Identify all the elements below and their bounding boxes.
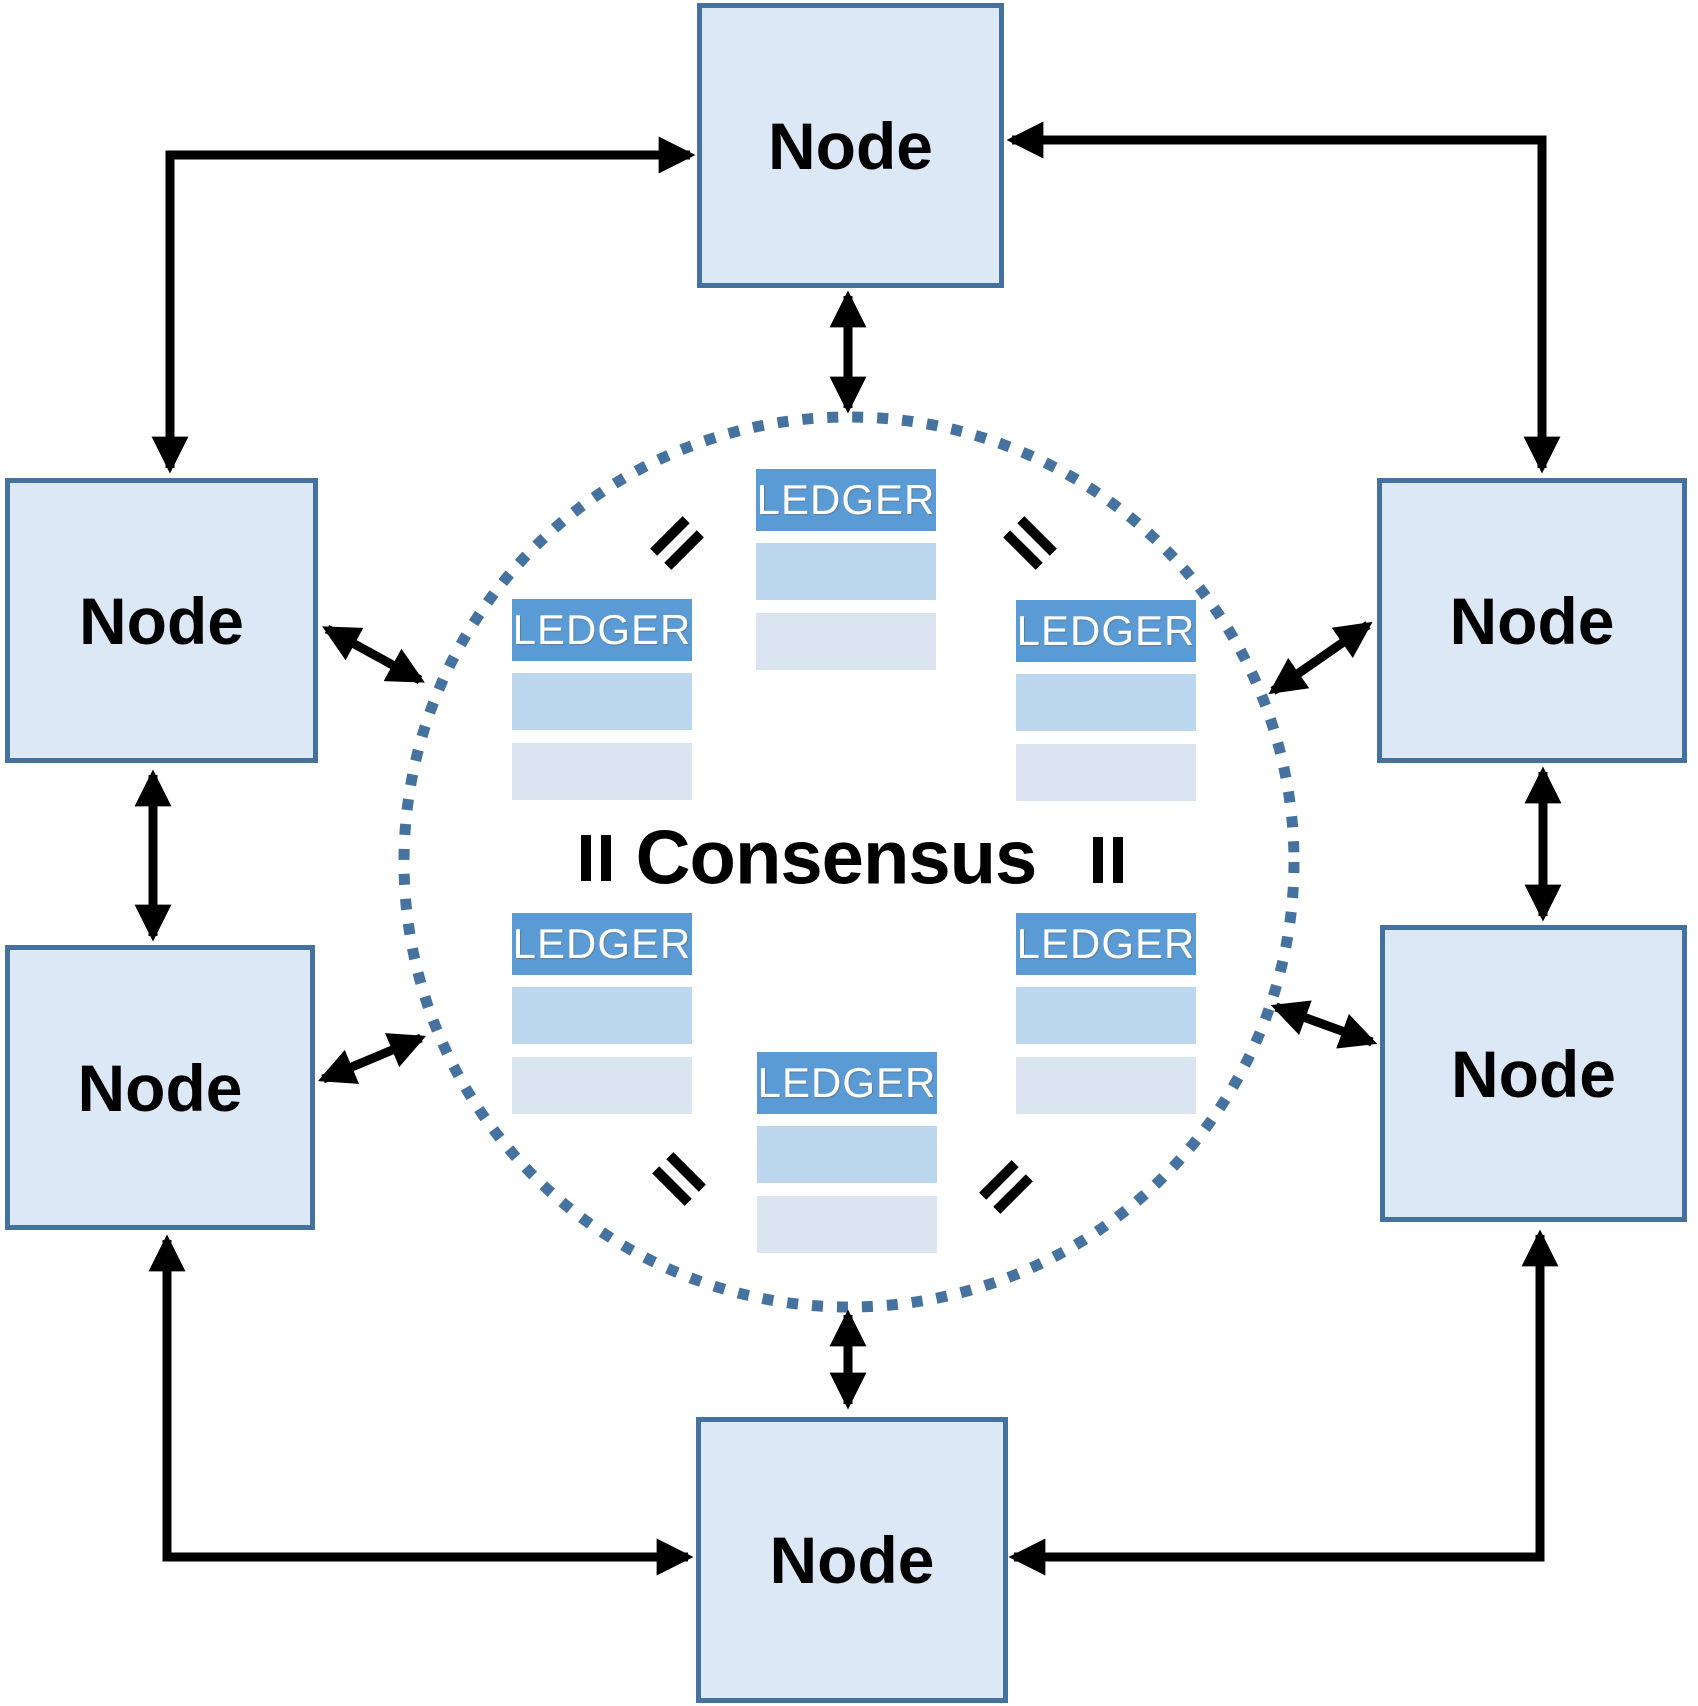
- ledger-header: LEDGER: [756, 469, 936, 531]
- ledger-header: LEDGER: [512, 599, 692, 661]
- node-label: Node: [79, 583, 244, 658]
- arrow-leftbottom-to-bottom: [148, 1234, 694, 1576]
- ledger-row: [757, 1196, 937, 1253]
- ledger-bottom-right: LEDGER: [1016, 913, 1196, 1114]
- ledger-row: [512, 987, 692, 1044]
- ledger-row: [512, 1057, 692, 1114]
- ledger-header: LEDGER: [512, 913, 692, 975]
- ledger-row: [1016, 674, 1196, 731]
- node-label: Node: [769, 1523, 935, 1597]
- arrow-leftbottom-node-to-circle: [317, 1033, 427, 1084]
- ledger-top: LEDGER: [756, 469, 936, 670]
- node-right-top: Node: [1377, 478, 1687, 763]
- arrow-rightbottom-node-to-circle: [1270, 1000, 1378, 1049]
- arrow-lefttop-to-top: [151, 136, 696, 474]
- ledger-bottom: LEDGER: [757, 1052, 937, 1253]
- consensus-label: Consensus: [635, 815, 1038, 901]
- node-bottom: Node: [696, 1417, 1008, 1703]
- node-left-top: Node: [5, 478, 318, 763]
- equals-icon-mid-left: [581, 835, 611, 881]
- consensus-boundary-dotted-circle: [398, 411, 1300, 1313]
- ledger-header: LEDGER: [757, 1052, 937, 1114]
- ledger-row: [512, 743, 692, 800]
- ledger-right: LEDGER: [1016, 600, 1196, 801]
- ledger-row: [756, 543, 936, 600]
- equals-bar: [1113, 837, 1123, 883]
- arrow-righttop-to-top: [1006, 121, 1561, 474]
- node-right-bottom: Node: [1380, 925, 1687, 1222]
- arrow-rightbottom-to-bottom: [1008, 1229, 1559, 1576]
- node-label: Node: [768, 108, 933, 183]
- ledger-row: [1016, 744, 1196, 801]
- ledger-bottom-left: LEDGER: [512, 913, 692, 1114]
- node-label: Node: [1449, 583, 1615, 658]
- ledger-header: LEDGER: [1016, 913, 1196, 975]
- ledger-row: [757, 1126, 937, 1183]
- arrow-righttop-node-to-circle: [1268, 621, 1373, 695]
- ledger-left: LEDGER: [512, 599, 692, 800]
- equals-bar: [601, 835, 611, 881]
- node-label: Node: [77, 1050, 243, 1125]
- ledger-row: [1016, 1057, 1196, 1114]
- equals-icon-mid-right: [1093, 837, 1123, 883]
- equals-bar: [1093, 837, 1103, 883]
- node-top: Node: [697, 3, 1004, 288]
- ledger-row: [1016, 987, 1196, 1044]
- arrow-lefttop-node-to-circle: [322, 625, 425, 684]
- ledger-header: LEDGER: [1016, 600, 1196, 662]
- node-left-bottom: Node: [5, 945, 315, 1230]
- ledger-row: [512, 673, 692, 730]
- ledger-row: [756, 613, 936, 670]
- node-label: Node: [1451, 1036, 1616, 1111]
- equals-bar: [581, 835, 591, 881]
